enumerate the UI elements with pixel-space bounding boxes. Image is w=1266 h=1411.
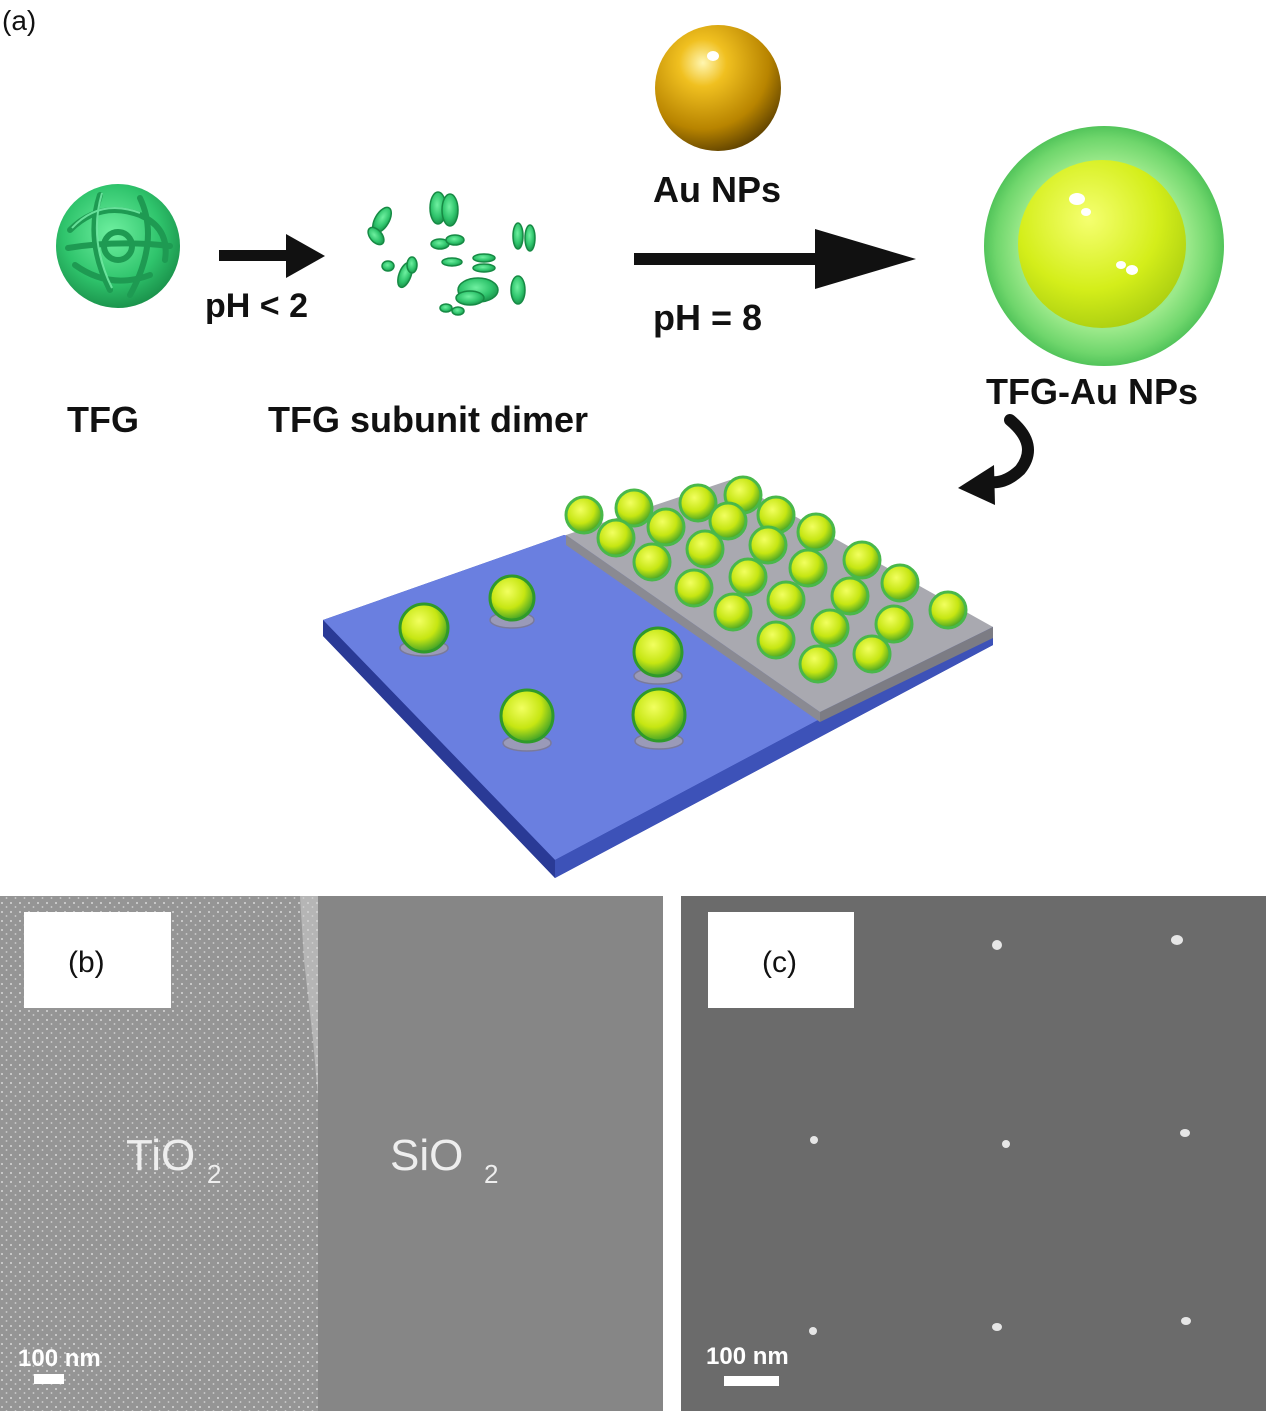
- tfg-label: TFG: [67, 399, 139, 440]
- ph-basic-label: pH = 8: [653, 297, 762, 338]
- arrow-basic: [634, 229, 916, 289]
- panel-c-label-box: [708, 912, 854, 1008]
- panel-a: (a) pH < 2: [2, 5, 1224, 878]
- scale-bar-b: [34, 1374, 64, 1384]
- dimer-label: TFG subunit dimer: [268, 399, 588, 440]
- panel-b-label-box: [24, 912, 171, 1008]
- au-label: Au NPs: [653, 169, 781, 210]
- arrow-acid: [219, 234, 325, 278]
- sio2-subscript: 2: [484, 1159, 498, 1189]
- au-nanoparticle: [655, 25, 781, 151]
- curved-arrow: [958, 414, 1034, 505]
- sio2-label: SiO: [390, 1131, 463, 1180]
- panel-b-label: (b): [68, 946, 105, 979]
- panel-a-label: (a): [2, 5, 36, 36]
- tfg-protein-ball: [56, 184, 180, 308]
- scale-bar-label-c: 100 nm: [706, 1343, 789, 1370]
- scale-bar-label-b: 100 nm: [18, 1345, 101, 1372]
- sem-particles-c: [809, 935, 1191, 1335]
- scale-bar-c: [724, 1376, 779, 1386]
- dense-particles: [564, 475, 968, 684]
- ph-acid-label: pH < 2: [205, 287, 308, 325]
- tio2-label: TiO: [126, 1131, 195, 1180]
- tio2-subscript: 2: [207, 1159, 221, 1189]
- sparse-particles: [398, 574, 687, 752]
- panel-b: (b) TiO 2 SiO 2 100 nm: [0, 896, 663, 1411]
- panel-c-label: (c): [762, 946, 797, 979]
- tfg-au-nanoparticle: [984, 126, 1224, 366]
- product-label: TFG-Au NPs: [986, 371, 1198, 412]
- sio2-region: [318, 896, 663, 1411]
- panel-c: (c) 100 nm: [681, 896, 1266, 1411]
- subunit-dimer-fragments: [367, 191, 536, 316]
